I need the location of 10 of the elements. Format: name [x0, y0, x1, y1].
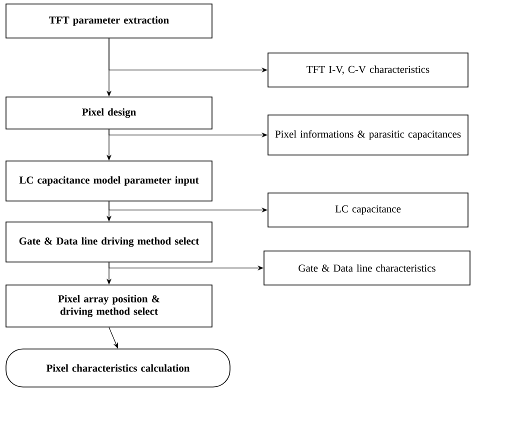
output-box: Gate & Data line characteristics [264, 250, 470, 286]
process-box: Gate & Data line driving method select [6, 222, 212, 262]
output-box: LC capacitance [268, 192, 468, 228]
process-box: TFT parameter extraction [6, 4, 212, 38]
terminal-box: Pixel characteristics calculation [6, 348, 230, 388]
process-box: Pixel design [6, 96, 212, 130]
process-box: Pixel array position & driving method select [6, 284, 212, 328]
process-box: LC capacitance model parameter input [6, 160, 212, 202]
output-box: TFT I-V, C-V characteristics [268, 52, 468, 88]
output-box: Pixel informations & parasitic capacitances [268, 114, 468, 156]
